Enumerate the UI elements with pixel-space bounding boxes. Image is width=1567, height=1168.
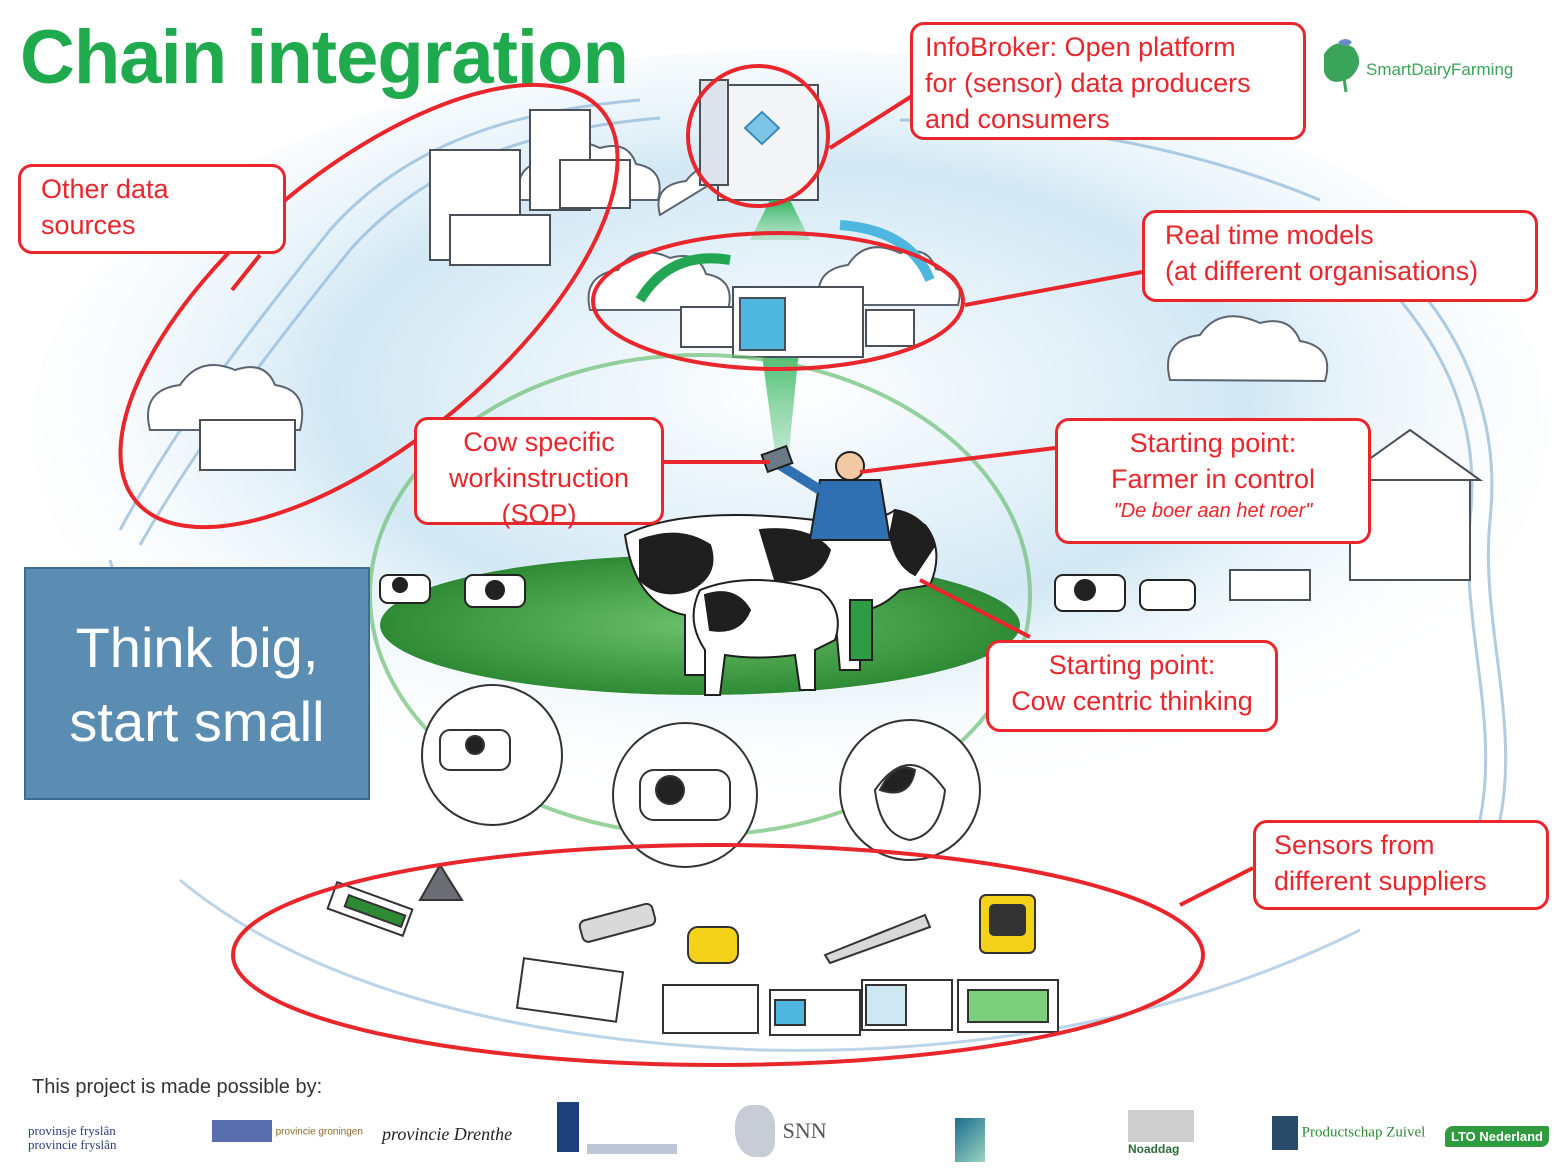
background-cows	[379, 574, 1196, 612]
callout-line: for (sensor) data producers	[925, 68, 1251, 98]
callout-line: Other data	[41, 174, 169, 204]
data-beam-top	[750, 200, 810, 240]
brand-splash-icon	[1324, 39, 1360, 93]
sponsor-name: SNN	[782, 1118, 827, 1143]
noaddag-mark-icon	[1128, 1110, 1194, 1142]
callout-sensors: Sensors from different suppliers	[1253, 820, 1549, 910]
ministry-mark-icon	[955, 1118, 985, 1162]
sponsor-name: Productschap Zuivel	[1301, 1124, 1426, 1141]
sensor-devices	[326, 863, 1036, 965]
callout-farmer-in-control: Starting point: Farmer in control "De bo…	[1055, 418, 1371, 544]
model-screens	[635, 220, 935, 358]
smart-dairy-farming-logo: SmartDairyFarming	[1318, 34, 1563, 94]
groningen-mark-icon	[212, 1120, 272, 1142]
sponsor-ministry-logo	[557, 1102, 677, 1155]
sponsor-economic-affairs-logo	[955, 1118, 985, 1165]
callout-other-data-sources: Other data sources	[18, 164, 286, 254]
sponsor-lto: LTO Nederland	[1445, 1126, 1549, 1147]
callout-line: Sensors from	[1274, 830, 1435, 860]
office-buildings	[199, 109, 631, 471]
callout-line: (at different organisations)	[1165, 256, 1479, 286]
ministry-emblem-icon	[557, 1102, 579, 1152]
page-title: Chain integration	[20, 15, 629, 100]
sponsor-drenthe: provincie Drenthe	[382, 1124, 513, 1144]
zuivel-mark-icon	[1272, 1116, 1298, 1150]
ministry-text-block-icon	[586, 1143, 677, 1154]
callout-line: and consumers	[925, 104, 1110, 134]
callout-line: Cow specific	[463, 427, 615, 457]
sponsor-name: provincie fryslân	[28, 1137, 117, 1152]
sponsor-productschap-zuivel: Productschap Zuivel	[1272, 1116, 1425, 1150]
callout-cow-specific: Cow specific workinstruction (SOP)	[414, 417, 664, 529]
farmer-quote: "De boer aan het roer"	[1113, 500, 1313, 522]
callout-cow-centric: Starting point: Cow centric thinking	[986, 640, 1278, 732]
callout-line: sources	[41, 210, 136, 240]
sponsor-name: provinsje fryslân	[28, 1123, 116, 1138]
sponsor-fryslan: provinsje fryslân provincie fryslân	[28, 1124, 116, 1152]
sponsor-name: provincie groningen	[275, 1126, 363, 1138]
sensor-screens	[515, 957, 1059, 1036]
infobroker-tower	[699, 79, 819, 201]
callout-line: Cow centric thinking	[1011, 686, 1253, 716]
sponsor-name: Noaddag	[1128, 1142, 1180, 1156]
think-big-line: Think big,	[75, 616, 319, 679]
callout-line: Farmer in control	[1110, 464, 1316, 494]
callout-line: Real time models	[1165, 220, 1374, 250]
dna-helix-bottom	[179, 878, 1361, 1052]
calf	[692, 579, 839, 696]
leader-lines	[230, 94, 1254, 907]
callout-line: (SOP)	[501, 499, 577, 529]
sponsor-noaddag: Noaddag	[1128, 1110, 1194, 1156]
callout-real-time-models: Real time models (at different organisat…	[1142, 210, 1538, 302]
farmer	[760, 444, 892, 661]
callout-line: workinstruction	[448, 463, 630, 493]
lifecycle-circles	[421, 684, 981, 868]
sponsor-groningen: provincie groningen	[212, 1120, 363, 1142]
brand-name: SmartDairyFarming	[1366, 60, 1514, 79]
sponsor-snn: SNN	[735, 1105, 827, 1157]
think-big-box: Think big, start small	[24, 567, 370, 800]
callout-line: Starting point:	[1048, 650, 1216, 680]
sponsors-title: This project is made possible by:	[32, 1076, 323, 1098]
callout-line: InfoBroker: Open platform	[925, 32, 1236, 62]
think-big-line: start small	[69, 690, 325, 753]
callout-line: Starting point:	[1129, 428, 1297, 458]
callout-infobroker: InfoBroker: Open platform for (sensor) d…	[910, 22, 1306, 140]
netherlands-map-icon	[735, 1105, 775, 1157]
sponsor-name: LTO Nederland	[1445, 1126, 1549, 1147]
callout-line: different suppliers	[1274, 866, 1487, 896]
